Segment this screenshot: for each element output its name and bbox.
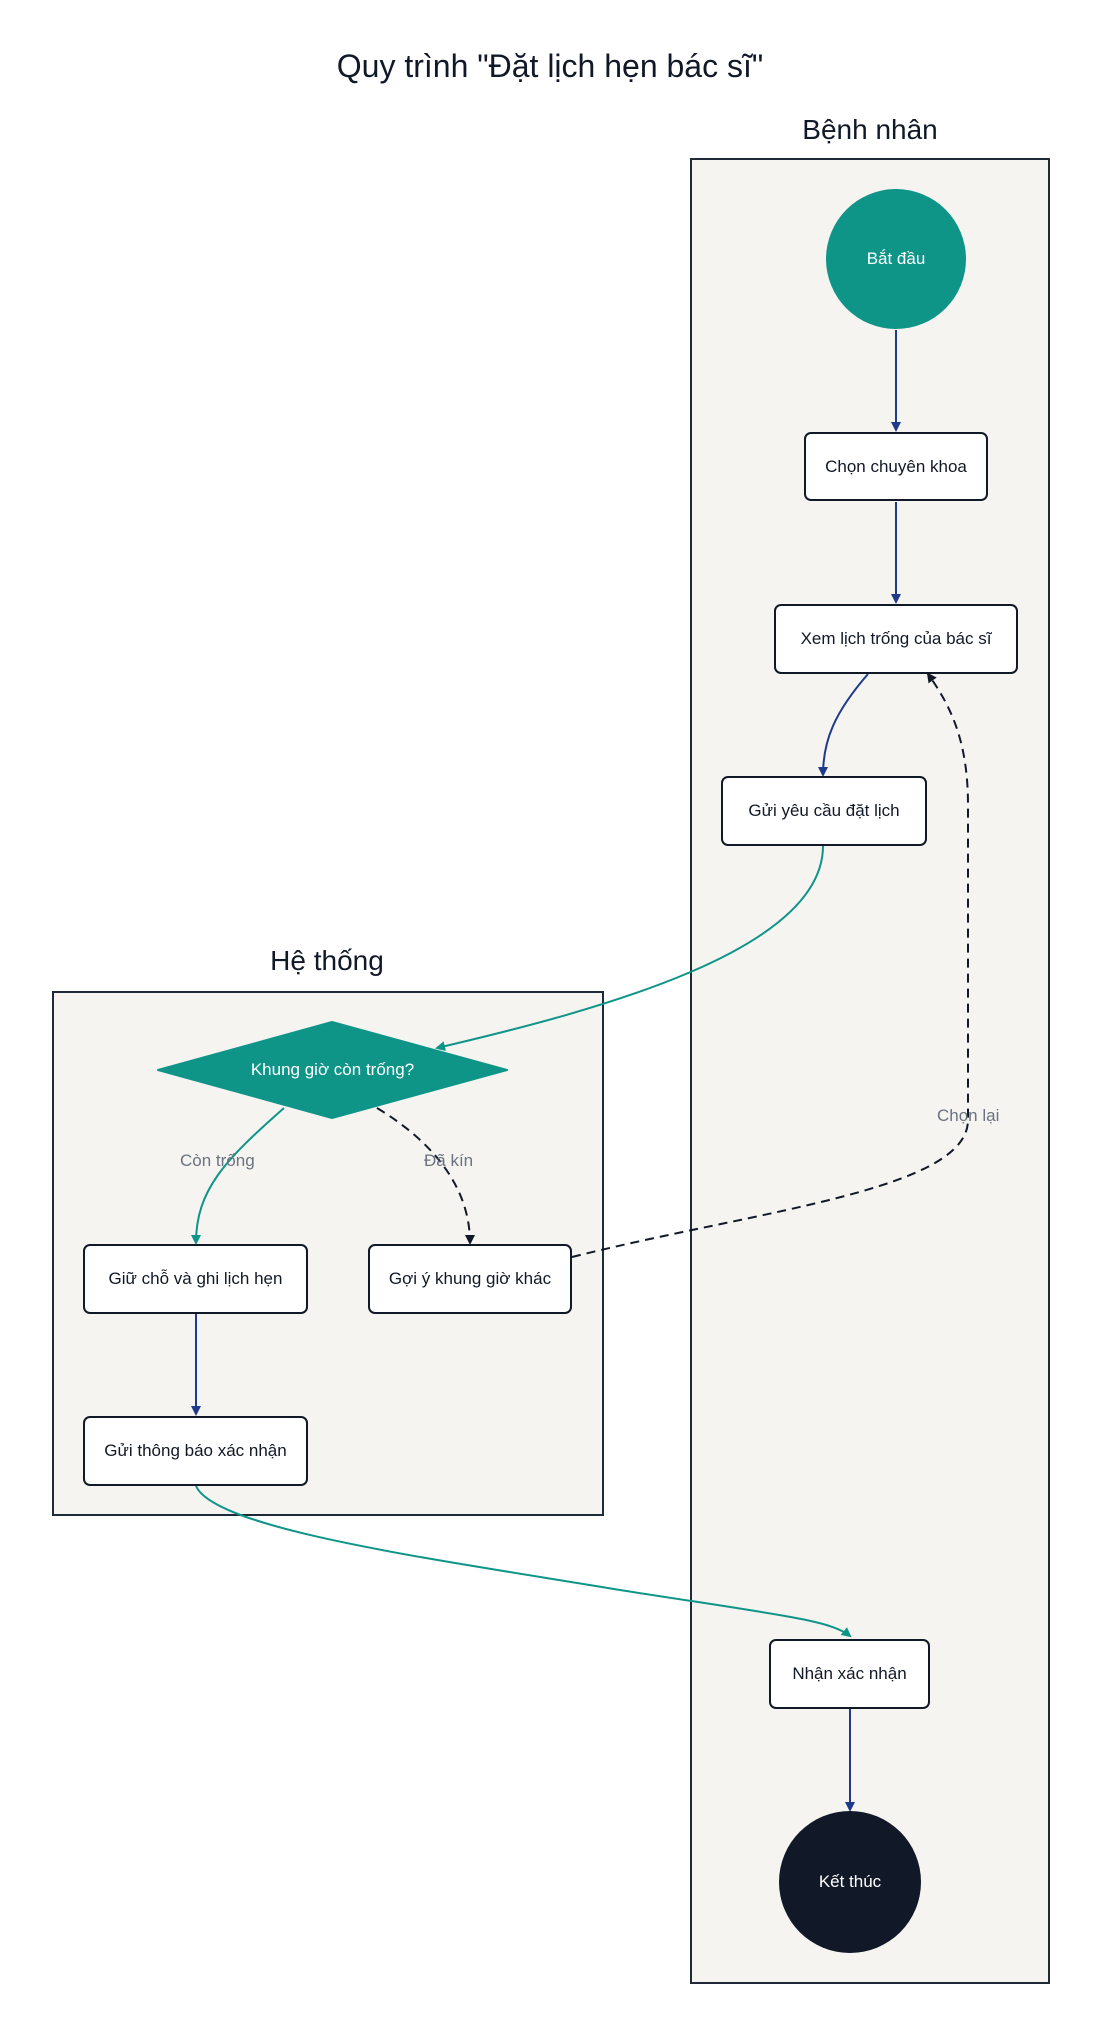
edge-label-available: Còn trống: [180, 1151, 255, 1170]
edge-decision-to-suggest: [376, 1107, 475, 1245]
reserve-node: Giữ chỗ và ghi lịch hẹn: [83, 1244, 308, 1314]
start-node: Bắt đầu: [826, 189, 966, 329]
edge-request-to-decision: [435, 845, 824, 1052]
decision-label: Khung giờ còn trống?: [250, 1060, 415, 1079]
edge-label-rechoose: Chọn lại: [937, 1106, 1000, 1125]
lane-title-system: Hệ thống: [270, 945, 384, 976]
edge-decision-to-reserve: [191, 1107, 285, 1245]
receive-confirmation-node: Nhận xác nhận: [769, 1639, 930, 1709]
edge-schedule-to-request: [818, 673, 869, 777]
suggest-node: Gợi ý khung giờ khác: [368, 1244, 572, 1314]
edge-suggest-to-schedule: [571, 672, 969, 1258]
edge-notify-to-receive: [195, 1485, 852, 1638]
view-schedule-node: Xem lịch trống của bác sĩ: [774, 604, 1018, 674]
choose-specialty-node: Chọn chuyên khoa: [804, 432, 988, 501]
decision-diamond: [157, 1021, 508, 1119]
send-request-node: Gửi yêu cầu đặt lịch: [721, 776, 927, 846]
end-node: Kết thúc: [779, 1811, 921, 1953]
diagram-title: Quy trình "Đặt lịch hẹn bác sĩ": [336, 48, 764, 84]
lane-title-patient: Bệnh nhân: [802, 114, 938, 145]
edge-label-full: Đã kín: [424, 1151, 474, 1170]
notify-node: Gửi thông báo xác nhận: [83, 1416, 308, 1486]
